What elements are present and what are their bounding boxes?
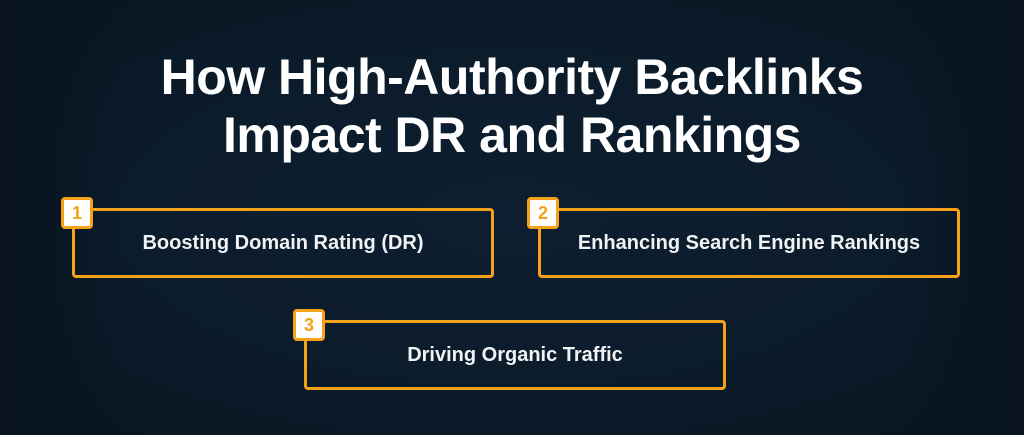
title-line-1: How High-Authority Backlinks — [160, 49, 864, 105]
item-card-3: Driving Organic Traffic — [304, 320, 726, 390]
item-number-badge-1: 1 — [61, 197, 93, 229]
item-label: Boosting Domain Rating (DR) — [142, 231, 424, 254]
item-number-badge-2: 2 — [527, 197, 559, 229]
item-number-badge-3: 3 — [293, 309, 325, 341]
title-line-2: Impact DR and Rankings — [223, 107, 802, 163]
item-card-1: Boosting Domain Rating (DR) — [72, 208, 494, 278]
item-label: Driving Organic Traffic — [407, 343, 623, 366]
right-shadow — [904, 0, 1024, 435]
item-card-2: Enhancing Search Engine Rankings — [538, 208, 960, 278]
item-label: Enhancing Search Engine Rankings — [577, 231, 921, 254]
page-title: How High-Authority Backlinks Impact DR a… — [0, 48, 1024, 164]
left-shadow — [0, 0, 120, 435]
